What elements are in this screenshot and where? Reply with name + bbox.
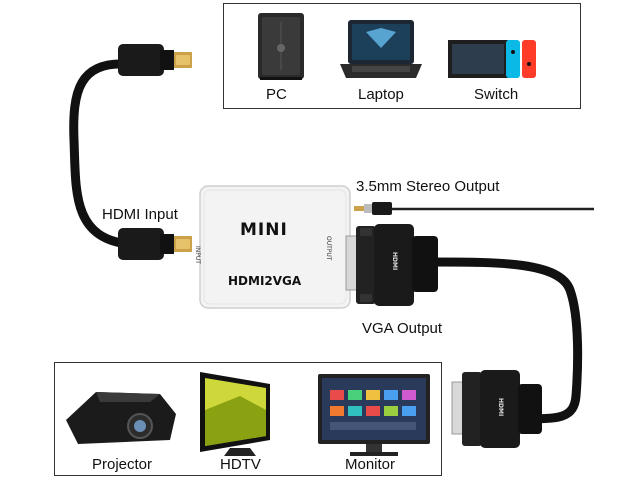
adapter-input-port: INPUT — [194, 246, 201, 264]
adapter-model: HDMI2VGA — [228, 274, 302, 288]
audio-jack-icon — [354, 202, 594, 215]
adapter-brand: MINI — [240, 220, 288, 240]
laptop-computer-icon — [340, 20, 422, 78]
projector-device-icon — [66, 392, 176, 444]
display-monitor-icon — [318, 374, 430, 456]
label-monitor: Monitor — [345, 456, 396, 473]
vga-cable — [427, 257, 583, 424]
vga-connector-bottom-icon — [451, 370, 542, 448]
vga-connector-bottom-logo: HDMI — [497, 398, 504, 417]
game-console-icon — [448, 40, 536, 78]
vga-output-label: VGA Output — [362, 320, 443, 337]
label-pc: PC — [266, 86, 287, 103]
audio-output-label: 3.5mm Stereo Output — [356, 178, 500, 195]
pc-tower-icon — [258, 13, 304, 80]
label-laptop: Laptop — [358, 86, 404, 103]
hdmi-cable — [69, 59, 133, 249]
hdmi-plug-bottom-icon — [118, 228, 192, 260]
label-hdtv: HDTV — [220, 456, 261, 473]
tv-icon — [200, 372, 270, 456]
hdmi-input-label: HDMI Input — [102, 206, 178, 223]
adapter-output-port: OUTPUT — [325, 236, 332, 261]
label-projector: Projector — [92, 456, 153, 473]
hdmi-plug-top-icon — [118, 44, 192, 76]
vga-connector-top-logo: HDMI — [391, 252, 398, 271]
label-switch: Switch — [474, 86, 519, 103]
vga-connector-top-icon — [345, 224, 438, 306]
